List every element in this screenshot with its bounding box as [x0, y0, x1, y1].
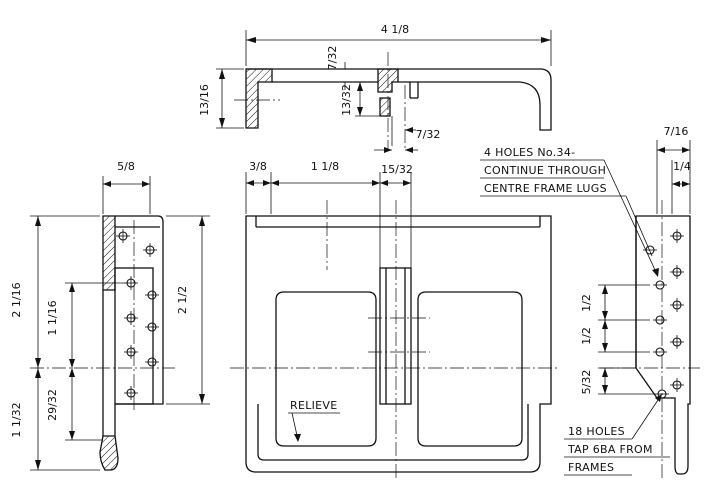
dim-left-5-8: 5/8 — [117, 160, 135, 173]
left-holes — [116, 229, 159, 400]
dim-right-1-2-a: 1/2 — [580, 294, 593, 312]
note-holes-34-line3: CENTRE FRAME LUGS — [484, 182, 607, 195]
dim-top-height: 13/16 — [198, 84, 211, 116]
dim-right-1-4: 1/4 — [673, 160, 691, 173]
dim-front-1-1-8: 1 1/8 — [311, 160, 339, 173]
note-holes-34-line2: CONTINUE THROUGH — [484, 164, 606, 177]
dim-right-7-16: 7/16 — [664, 125, 689, 138]
note-holes-18-line3: FRAMES — [568, 461, 614, 474]
dim-left-29-32: 29/32 — [46, 389, 59, 421]
dim-lug-7-32-right: 7/32 — [416, 128, 441, 141]
note-holes-34-line1: 4 HOLES No.34- — [484, 146, 575, 159]
note-holes-18-line1: 18 HOLES — [568, 425, 625, 438]
right-holes — [643, 229, 684, 399]
dim-overall-width: 4 1/8 — [381, 23, 409, 36]
front-view: 3/8 1 1/8 RELIEVE — [230, 160, 560, 480]
dim-right-1-2-b: 1/2 — [580, 327, 593, 345]
dim-right-5-32: 5/32 — [580, 370, 593, 395]
dim-left-1-1-32: 1 1/32 — [10, 402, 23, 437]
dim-left-1-1-16: 1 1/16 — [46, 300, 59, 335]
dim-top-depth: 13/32 — [340, 84, 353, 116]
dim-lug-15-32: 15/32 — [381, 163, 413, 176]
dim-lug-7-32-top: 7/32 — [326, 46, 339, 71]
dim-left-2-1-16: 2 1/16 — [10, 282, 23, 317]
right-side-view: 7/16 1/4 — [480, 125, 700, 480]
note-holes-18-line2: TAP 6BA FROM — [567, 443, 653, 456]
top-view: 4 1/8 13/16 7/32 13/32 — [198, 23, 552, 176]
dim-front-3-8: 3/8 — [249, 160, 267, 173]
left-side-view: 5/8 2 1/16 — [10, 160, 210, 471]
note-relieve: RELIEVE — [290, 399, 338, 412]
dim-left-2-1-2: 2 1/2 — [176, 286, 189, 314]
